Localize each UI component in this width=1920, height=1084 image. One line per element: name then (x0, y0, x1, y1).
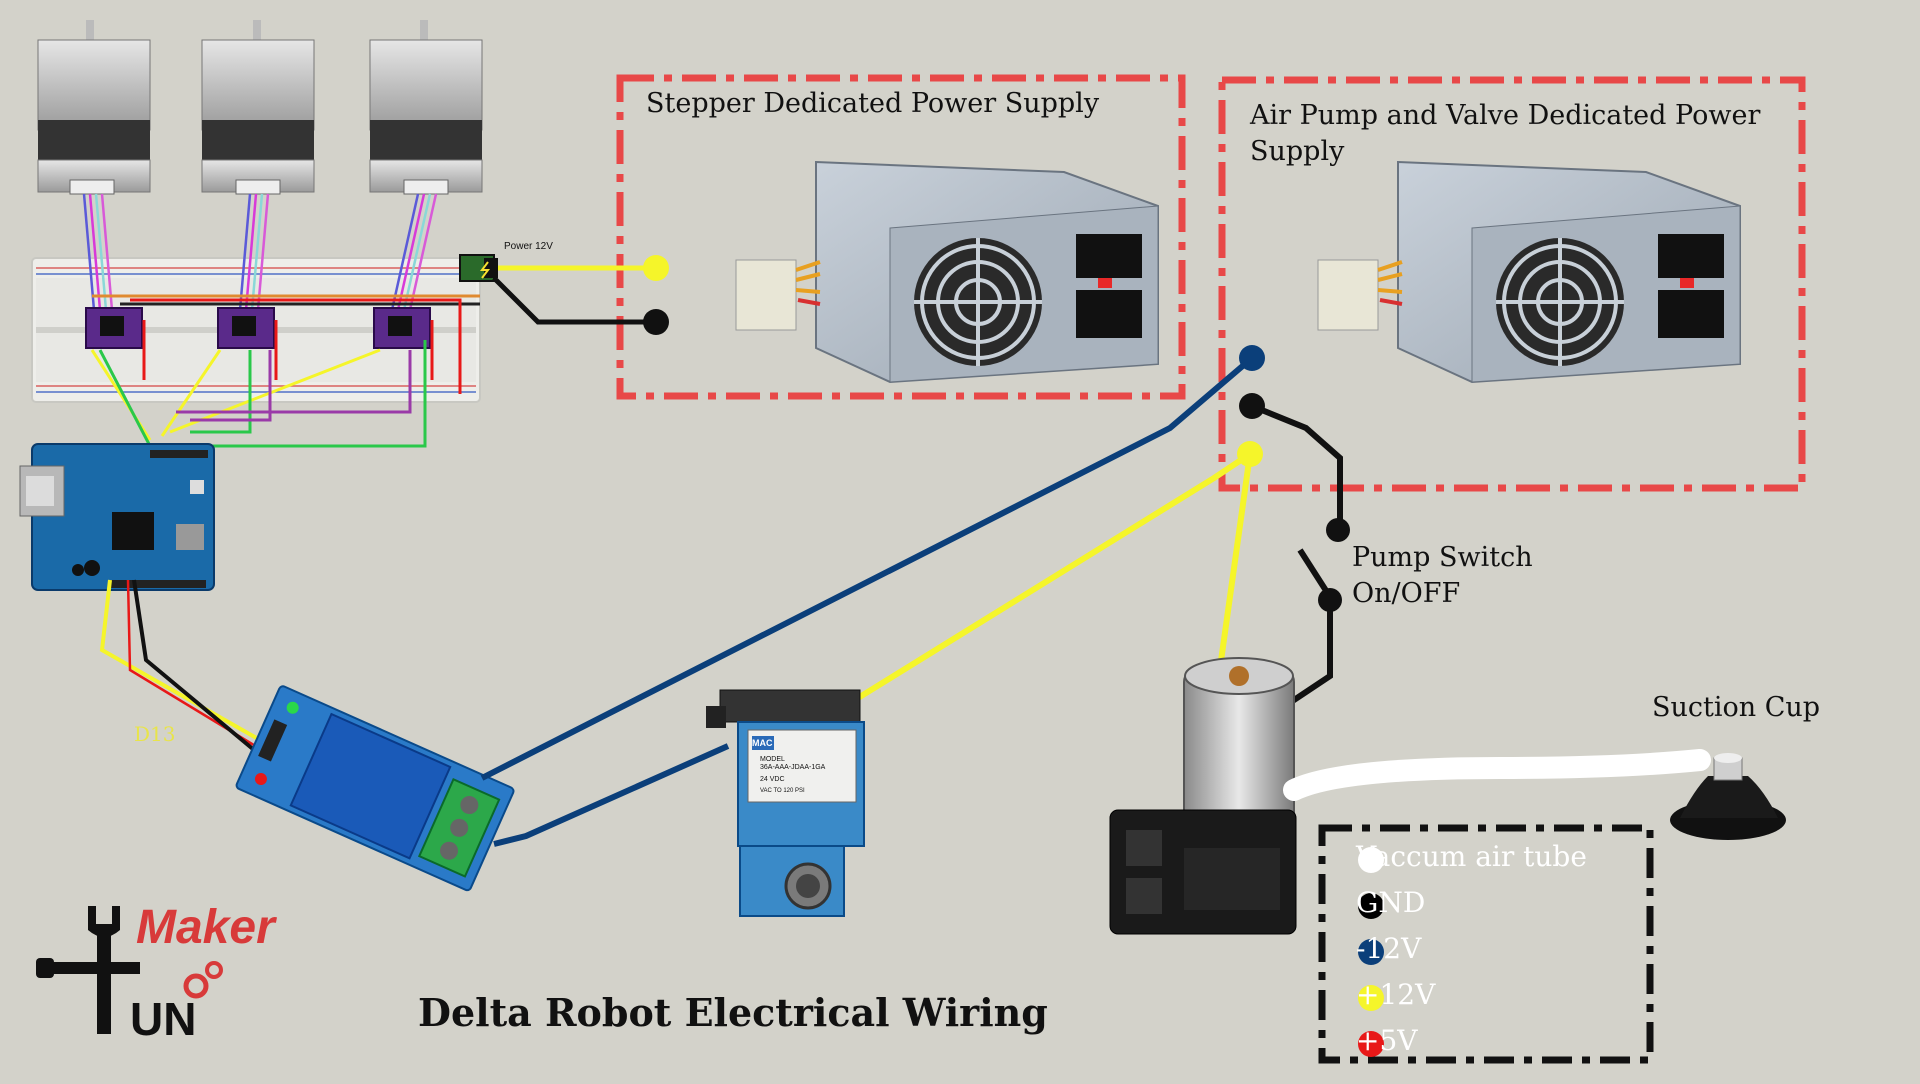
switch-to-pump-wire (1286, 600, 1333, 707)
solenoid-valve (706, 689, 865, 917)
air-psu-unit (1317, 160, 1741, 384)
breadboard-wires (90, 268, 480, 448)
gnd-to-switch-wire (1250, 403, 1343, 530)
gnd-terminal (1239, 393, 1265, 419)
legend-neg12v-label: -12V (1356, 932, 1422, 965)
positive-12v-terminal (1237, 441, 1263, 467)
power-12v-label: Power 12V (504, 241, 553, 252)
legend-vacuum-label: Vaccum air tube (1356, 840, 1587, 873)
relay-signal-wire (99, 579, 261, 742)
legend-pos12v-label: +12V (1356, 978, 1436, 1011)
valve-voltage: 24 VDC (760, 776, 785, 783)
legend-dot-neg12v (1358, 939, 1384, 965)
power-jack-12v (459, 254, 498, 282)
air-pump (1109, 657, 1297, 935)
arduino-ethernet-shield (19, 443, 215, 591)
air-psu-label-line1: Air Pump and Valve Dedicated Power (1250, 100, 1761, 131)
valve-model-heading: MODEL (760, 756, 785, 763)
legend-dot-gnd (1358, 893, 1384, 919)
pump-positive-wire (1217, 453, 1253, 669)
vacuum-air-tube (1283, 749, 1711, 801)
stepper-psu-gnd-wire (492, 276, 656, 325)
valve-positive-wire (856, 451, 1252, 701)
stepper-psu-label: Stepper Dedicated Power Supply (646, 88, 1100, 119)
stepper-motor-2 (201, 20, 315, 195)
stepper-psu-box (616, 74, 1186, 400)
legend-dot-pos12v (1358, 985, 1384, 1011)
stepper-drivers (85, 307, 431, 349)
pump-switch-label-line1: Pump Switch (1352, 542, 1533, 573)
legend-dot-vacuum (1358, 847, 1384, 873)
valve-brand-label: MAC (752, 738, 773, 748)
logo-un-text: UN (130, 993, 197, 1045)
stepper-motor-3 (369, 20, 483, 195)
switch-contact-top (1326, 518, 1350, 542)
stepper-psu-unit (735, 160, 1159, 384)
suction-cup-label: Suction Cup (1652, 692, 1821, 723)
negative-12v-terminal (1239, 345, 1265, 371)
d13-label: D13 (134, 722, 176, 746)
legend-box (1318, 824, 1654, 1064)
stepper-psu-gnd-terminal (643, 309, 669, 335)
relay-module (235, 685, 515, 892)
valve-pressure: VAC TO 120 PSI (760, 788, 805, 794)
valve-negative-wire (493, 743, 730, 847)
logo-maker-text: Maker (136, 901, 275, 954)
legend-dot-5v (1358, 1031, 1384, 1057)
motor-wire-bundles (82, 193, 438, 311)
suction-cup (1670, 753, 1786, 840)
stepper-psu-positive-terminal (643, 255, 669, 281)
diagram-title: Delta Robot Electrical Wiring (418, 990, 1048, 1035)
makerun-logo-graphic (36, 906, 223, 1034)
relay-5v-wire (126, 579, 263, 752)
legend-gnd-label: GND (1356, 886, 1426, 919)
pump-switch-label-line2: On/OFF (1352, 578, 1461, 609)
stepper-motor-1 (37, 20, 151, 195)
air-psu-label-line2: Supply (1250, 136, 1345, 167)
relay-gnd-wire (132, 579, 268, 762)
valve-model-number: 36A-AAA-JDAA-1GA (760, 764, 826, 771)
negative-12v-wire (480, 355, 1254, 781)
legend-5v-label: +5V (1356, 1024, 1418, 1057)
